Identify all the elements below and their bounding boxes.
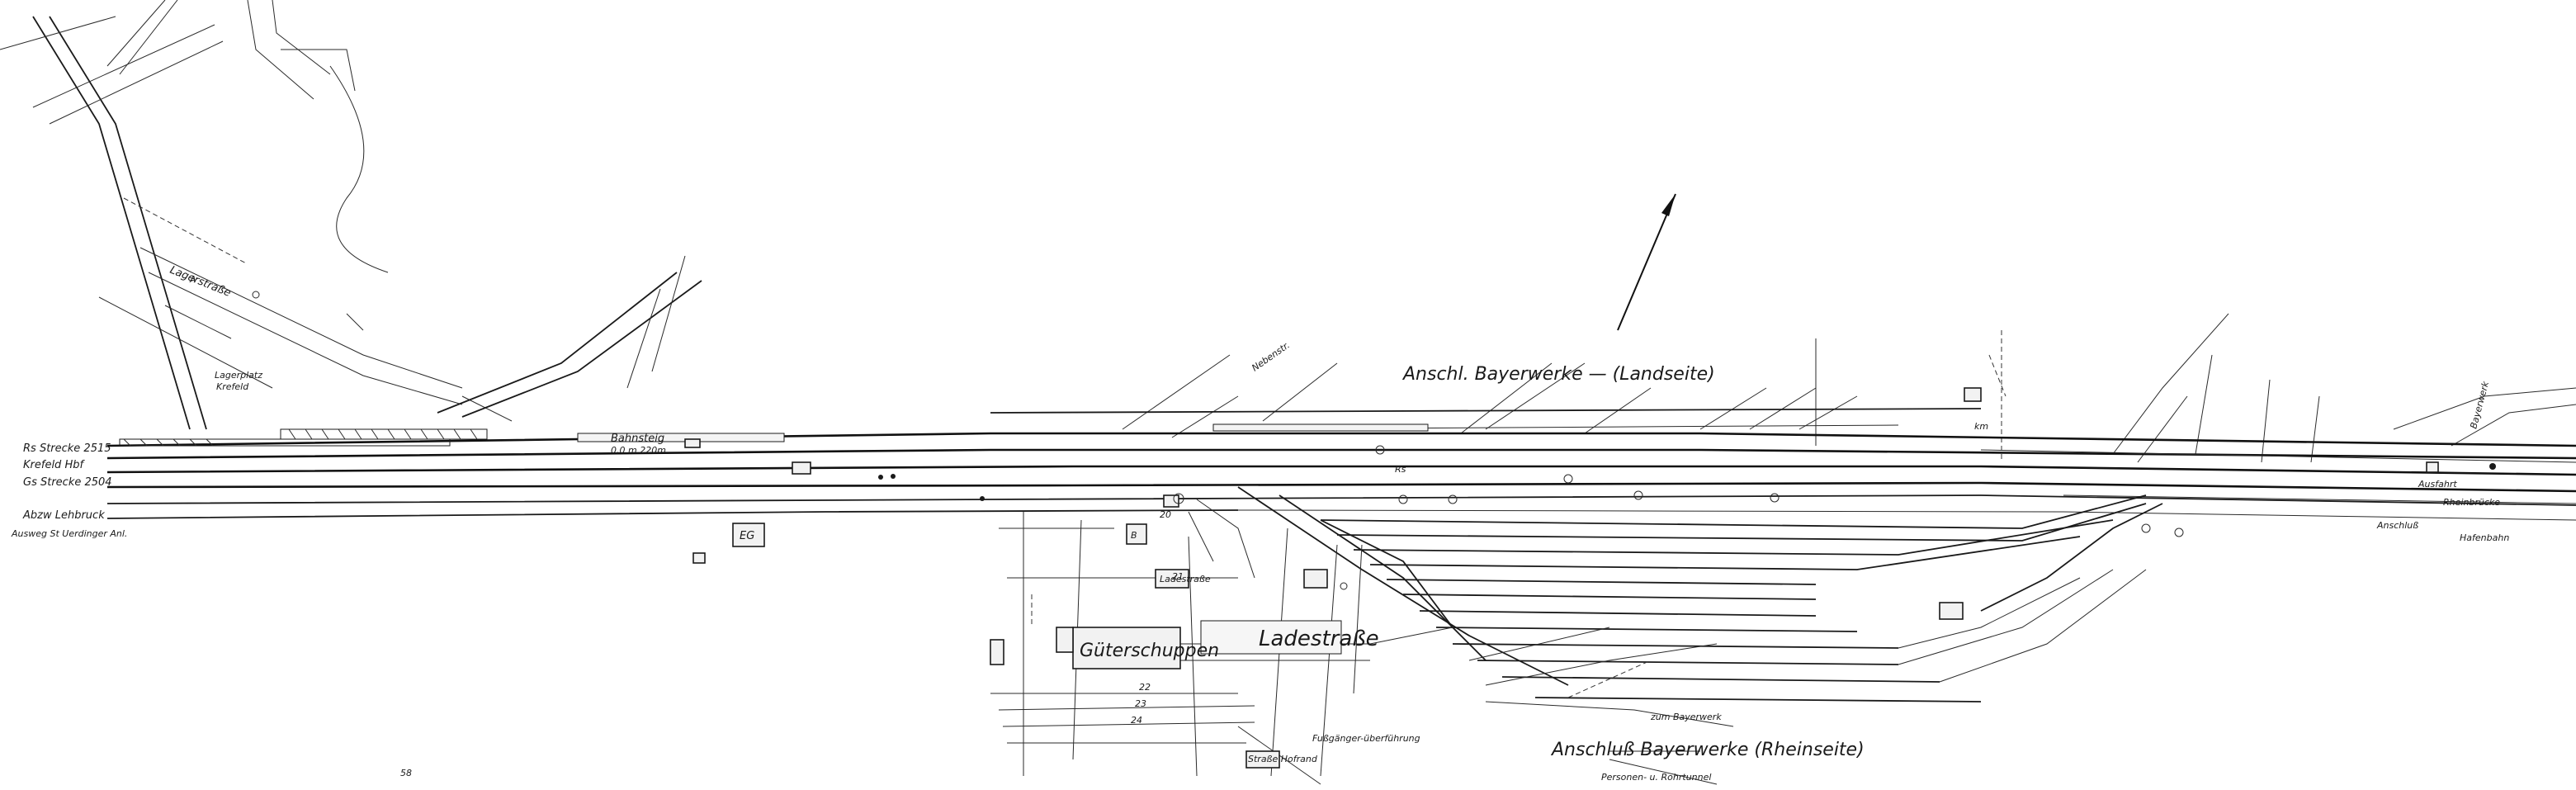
nebenstrasse-label: Nebenstr. (1250, 340, 1292, 374)
lagerstrasse-upper-label: Lagerstraße (168, 264, 233, 300)
ausfahrt-right-label: Ausfahrt (2418, 479, 2457, 490)
bahnsteig-length-label: 0,0 m 220m (611, 445, 666, 456)
text-labels: Lagerstraße Lagerplatz Krefeld Bahnsteig… (11, 264, 2509, 783)
abzw-lehbruck-label: Abzw Lehbruck (22, 509, 105, 522)
north-arrow-icon (1617, 193, 1676, 331)
stellwerk-b-label: B (1131, 530, 1137, 541)
upper-branches (437, 255, 2576, 463)
bahnsteig-label: Bahnsteig (611, 433, 664, 445)
gleis-22-label: 22 (1139, 682, 1151, 693)
platform-strips (119, 423, 1429, 447)
goods-area-tracks (990, 512, 1734, 785)
personen-rohrtunnel-label: Personen- u. Rohrtunnel (1601, 772, 1711, 783)
ladestrasse-small-label: Ladestraße (1160, 574, 1211, 584)
krefeld-hbf-label: Krefeld Hbf (23, 459, 85, 471)
gleis-24-label: 24 (1131, 715, 1142, 726)
km-mark-label: km (1974, 421, 1988, 432)
yard-fan (1188, 486, 2163, 702)
lagerplatz-sub-label: Krefeld (216, 381, 249, 392)
gleis-23-label: 23 (1135, 698, 1146, 709)
bayerwerk-right-label: Bayerwerk (2468, 380, 2491, 430)
anschluss-right-label: Anschluß (2376, 520, 2418, 531)
ladestrasse-lower-label: Ladestraße (1259, 627, 1379, 651)
upper-left-streets (0, 0, 513, 430)
empfangsgebaeude (732, 523, 765, 547)
eg-label: EG (740, 530, 754, 542)
main-line-tracks (106, 408, 2576, 521)
rs-stellwerk-label: Rs (1395, 464, 1406, 475)
gleis-20-label: 20 (1160, 509, 1171, 520)
fussgaenger-label: Fußgänger-überführung (1312, 733, 1420, 744)
ausweg-label: Ausweg St Uerdinger Anl. (11, 528, 127, 539)
strasse-hofrand-label: Straße Hofrand (1248, 754, 1318, 764)
ladestrasse-area (1200, 620, 1342, 655)
rheinbruecke-label: Rheinbrücke (2443, 497, 2500, 508)
stellwerk-a-label: A (189, 274, 196, 285)
anschluss-bayerwerke-landseite-label: Anschl. Bayerwerke — (Landseite) (1401, 364, 1715, 385)
rs-strecke-label: Rs Strecke 2515 (23, 442, 111, 455)
signals (252, 291, 2496, 590)
gueterschuppen-label: Güterschuppen (1080, 641, 1219, 661)
lagerplatz-label: Lagerplatz (215, 370, 262, 381)
anschluss-bayerwerke-rheinseite-label: Anschluß Bayerwerke (Rheinseite) (1550, 740, 1865, 760)
zum-bayerwerk-label: zum Bayerwerk (1650, 712, 1722, 722)
gleis-21-label: 21 (1172, 571, 1184, 582)
hafenbahn-label: Hafenbahn (2460, 532, 2509, 543)
page-mark-label: 58 (400, 768, 412, 778)
buildings (684, 387, 2439, 769)
gs-strecke-label: Gs Strecke 2504 (23, 476, 112, 489)
